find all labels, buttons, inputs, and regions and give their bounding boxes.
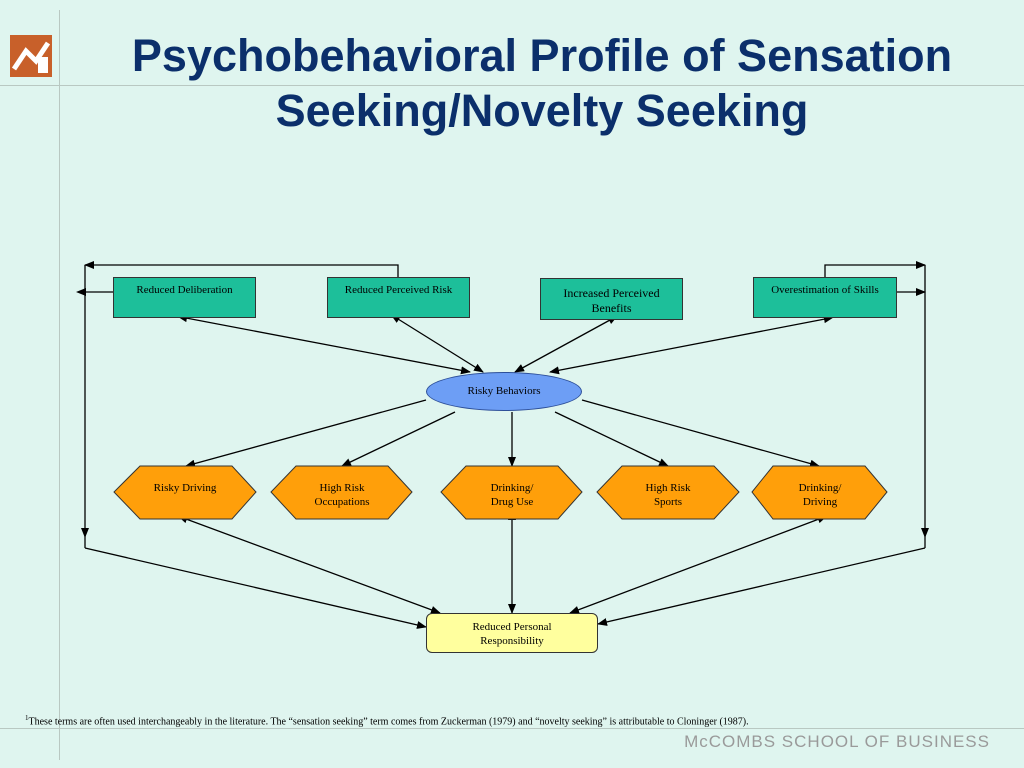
hex-drinking-driving	[751, 465, 888, 520]
drinking-drug-line1: Drinking/	[490, 482, 534, 494]
left-loop-top	[84, 261, 399, 277]
footnote: 1These terms are often used interchangea…	[25, 714, 749, 727]
right-loop-to-responsibility	[597, 547, 926, 626]
title-line-2: Seeking/Novelty Seeking	[275, 85, 809, 136]
footnote-text: These terms are often used interchangeab…	[28, 716, 749, 728]
box-reduced-deliberation-label: Reduced Deliberation	[136, 284, 233, 296]
drinking-drug-line2: Drug Use	[490, 496, 534, 508]
high-risk-sports-line2: Sports	[653, 496, 683, 508]
link-risky-occupations	[341, 411, 456, 467]
link-risky-drinking-driving	[581, 399, 820, 468]
title-rule	[0, 85, 1024, 86]
box-increased-benefits-line1: Increased Perceived	[563, 286, 660, 300]
hex-high-risk-sports-label: High Risk Sports	[607, 481, 729, 509]
box-reduced-perceived-risk-label: Reduced Perceived Risk	[344, 284, 453, 296]
high-risk-occupations-line2: Occupations	[314, 496, 370, 508]
left-rule	[59, 10, 60, 760]
hex-risky-driving-label: Risky Driving	[124, 481, 246, 495]
hex-high-risk-occupations	[270, 465, 413, 520]
link-drinkingdriving-responsibility	[569, 515, 828, 614]
reduced-personal-responsibility-node: Reduced Personal Responsibility	[426, 613, 598, 653]
hex-high-risk-occupations-label: High Risk Occupations	[281, 481, 403, 509]
footer-rule	[0, 728, 1024, 729]
box-reduced-perceived-risk: Reduced Perceived Risk	[327, 277, 470, 318]
link-benefits-risky	[514, 315, 618, 373]
footnote-marker: 1	[25, 714, 29, 722]
link-driving-responsibility	[177, 515, 441, 614]
hex-drinking-drug-use	[440, 465, 583, 520]
hex-drinking-drug-use-label: Drinking/ Drug Use	[451, 481, 573, 509]
link-deliberation-risky	[177, 314, 471, 375]
high-risk-occupations-line1: High Risk	[319, 482, 365, 494]
drinking-driving-line2: Driving	[802, 496, 838, 508]
link-risky-sports	[554, 411, 669, 467]
mccombs-brand: McCOMBS SCHOOL OF BUSINESS	[684, 732, 990, 751]
drinking-driving-line1: Drinking/	[798, 482, 842, 494]
right-loop-top	[824, 261, 926, 277]
title-line-1: Psychobehavioral Profile of Sensation	[131, 30, 953, 81]
responsibility-line2: Responsibility	[480, 635, 544, 647]
risky-behaviors-label: Risky Behaviors	[467, 385, 541, 397]
hex-risky-driving	[113, 465, 257, 520]
box-overestimation-label: Overestimation of Skills	[771, 284, 879, 296]
box-reduced-deliberation: Reduced Deliberation	[113, 277, 256, 318]
left-loop-to-responsibility	[84, 547, 427, 629]
page-title: Psychobehavioral Profile of Sensation Se…	[60, 28, 1024, 138]
link-overestimation-risky	[549, 315, 834, 375]
box-increased-perceived-benefits: Increased Perceived Benefits	[540, 278, 683, 320]
hex-drinking-driving-label: Drinking/ Driving	[759, 481, 881, 509]
risky-driving-text: Risky Driving	[153, 482, 217, 494]
high-risk-sports-line1: High Risk	[645, 482, 691, 494]
responsibility-line1: Reduced Personal	[472, 621, 552, 633]
risky-behaviors-node: Risky Behaviors	[426, 372, 582, 411]
link-risky-driving	[185, 399, 427, 468]
link-perceived-risk-risky	[390, 314, 484, 373]
box-overestimation-of-skills: Overestimation of Skills	[753, 277, 897, 318]
mccombs-logo-icon	[10, 35, 52, 77]
box-increased-benefits-line2: Benefits	[591, 301, 632, 315]
hex-high-risk-sports	[596, 465, 740, 520]
